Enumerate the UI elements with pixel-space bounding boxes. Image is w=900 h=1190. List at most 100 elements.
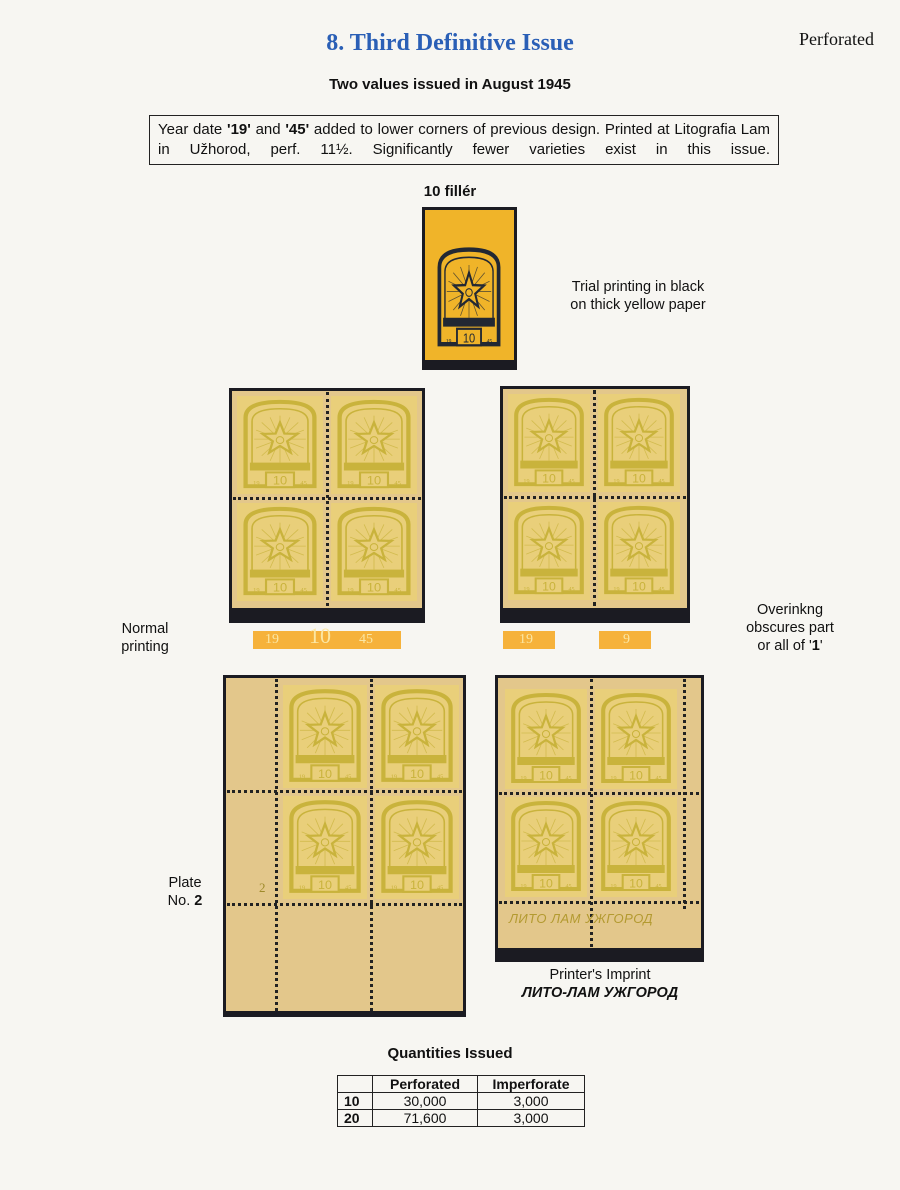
stamp-year-right: 45 — [568, 587, 574, 593]
normal-caption-line-2: printing — [121, 639, 169, 655]
strip-year-right: 45 — [359, 632, 373, 647]
stamp-year-left: 19 — [613, 587, 619, 593]
plate-caption-number: 2 — [194, 893, 203, 909]
trial-caption: Trial printing in black on thick yellow … — [548, 278, 728, 314]
table-row: 20 71,600 3,000 — [337, 1109, 585, 1127]
strip-year-left: 19 — [265, 632, 279, 647]
note-text-post: added to lower corners of previous desig… — [158, 121, 770, 158]
stamp-year-right: 45 — [394, 481, 400, 487]
stamp-value-text: 10 — [539, 877, 553, 891]
table-header-imperforate: Imperforate — [477, 1075, 585, 1093]
normal-year-strip: 19 10 45 — [253, 625, 401, 649]
stamp-year-left: 19 — [610, 884, 616, 890]
quantities-table: Perforated Imperforate 10 30,000 3,000 2… — [337, 1075, 585, 1127]
stamp-year-left: 19 — [391, 774, 397, 781]
plate-caption-line-2: No. 2 — [150, 892, 220, 910]
normal-caption-line-1: Normal — [121, 621, 169, 637]
overink-caption-line-3-post: ' — [819, 638, 823, 654]
stamp-value-text: 10 — [318, 878, 332, 892]
trial-caption-line-2: on thick yellow paper — [570, 297, 706, 313]
stamp-year-left: 19 — [253, 588, 259, 594]
stamp-design: 10 19 45 — [598, 502, 680, 600]
imprint-caption: Printer's Imprint ЛИТО-ЛАМ УЖГОРОД — [500, 966, 700, 1002]
stamp-year-left: 19 — [299, 885, 305, 892]
stamp-value-text: 10 — [542, 472, 556, 486]
stamp-design: 10 19 45 — [331, 396, 417, 494]
stamp-block1-2: 10 19 45 — [331, 396, 417, 494]
stamp-year-right: 45 — [300, 481, 306, 487]
normal-printing-caption: Normal printing — [100, 620, 190, 656]
overinked-strip-a: 19 — [503, 631, 555, 649]
overinked-strip-b-text: 9 — [623, 632, 630, 647]
stamp-value-text: 10 — [318, 767, 332, 781]
imprint-caption-line-1: Printer's Imprint — [549, 967, 651, 983]
stamp-value-text: 10 — [273, 474, 287, 487]
imprint-caption-line-2: ЛИТО-ЛАМ УЖГОРОД — [521, 985, 679, 1001]
stamp-value-text: 10 — [632, 580, 646, 594]
strip-value: 10 — [309, 623, 331, 648]
stamp-year-left: 19 — [520, 776, 526, 782]
stamp-value-text: 10 — [367, 474, 381, 487]
stamp-design: 10 19 45 — [505, 797, 587, 897]
stamp-year-right: 45 — [437, 774, 443, 781]
note-text-mid: and — [250, 121, 286, 138]
stamp-year-right: 45 — [565, 884, 571, 890]
overinking-caption: Overinkng obscures part or all of '1' — [730, 601, 850, 655]
stamp-year-right: 45 — [437, 885, 443, 892]
table-header-blank — [337, 1075, 373, 1093]
overinked-strip-b: 9 — [599, 631, 651, 649]
plate-caption-line-2-pre: No. — [167, 893, 195, 909]
plate-caption: Plate No. 2 — [150, 874, 220, 910]
stamp-year-left: 19 — [523, 587, 529, 593]
printer-imprint-mark: ЛИТО ЛАМ УЖГОРОД — [509, 911, 654, 926]
page-title: 8. Third Definitive Issue — [326, 30, 574, 56]
note-text-pre: Year date — [158, 121, 227, 138]
stamp-year-right: 45 — [394, 588, 400, 594]
trial-caption-line-1: Trial printing in black — [571, 279, 705, 295]
plate-number-mark: 2 — [259, 880, 266, 895]
stamp-year-left: 19 — [347, 481, 353, 487]
stamp-value-text: 10 — [632, 472, 646, 486]
note-year-45: '45' — [285, 121, 310, 138]
overink-caption-line-3: or all of '1' — [730, 637, 850, 655]
stamp-year-left: 19 — [520, 884, 526, 890]
page-subtitle: Two values issued in August 1945 — [329, 76, 571, 93]
stamp-block3-2: 10 19 45 — [375, 685, 459, 788]
stamp-value-text: 10 — [410, 767, 424, 781]
perforation-label: Perforated — [799, 29, 874, 49]
stamp-value-text: 10 — [463, 331, 476, 346]
overinked-strip-a-text: 19 — [519, 632, 533, 647]
stamp-year-right: 45 — [655, 884, 661, 890]
stamp-year-right: 45 — [658, 587, 664, 593]
qty-20-perforated: 71,600 — [372, 1109, 478, 1127]
qty-10-imperforate: 3,000 — [477, 1092, 585, 1110]
stamp-year-left: 19 — [523, 479, 529, 485]
row-value-10: 10 — [337, 1092, 373, 1110]
stamp-year-right: 45 — [655, 776, 661, 782]
stamp-year-left: 19 — [610, 776, 616, 782]
stamp-year-left: 19 — [347, 588, 353, 594]
plate-caption-line-1: Plate — [168, 875, 202, 891]
stamp-block4-3: 10 19 45 — [505, 797, 587, 897]
